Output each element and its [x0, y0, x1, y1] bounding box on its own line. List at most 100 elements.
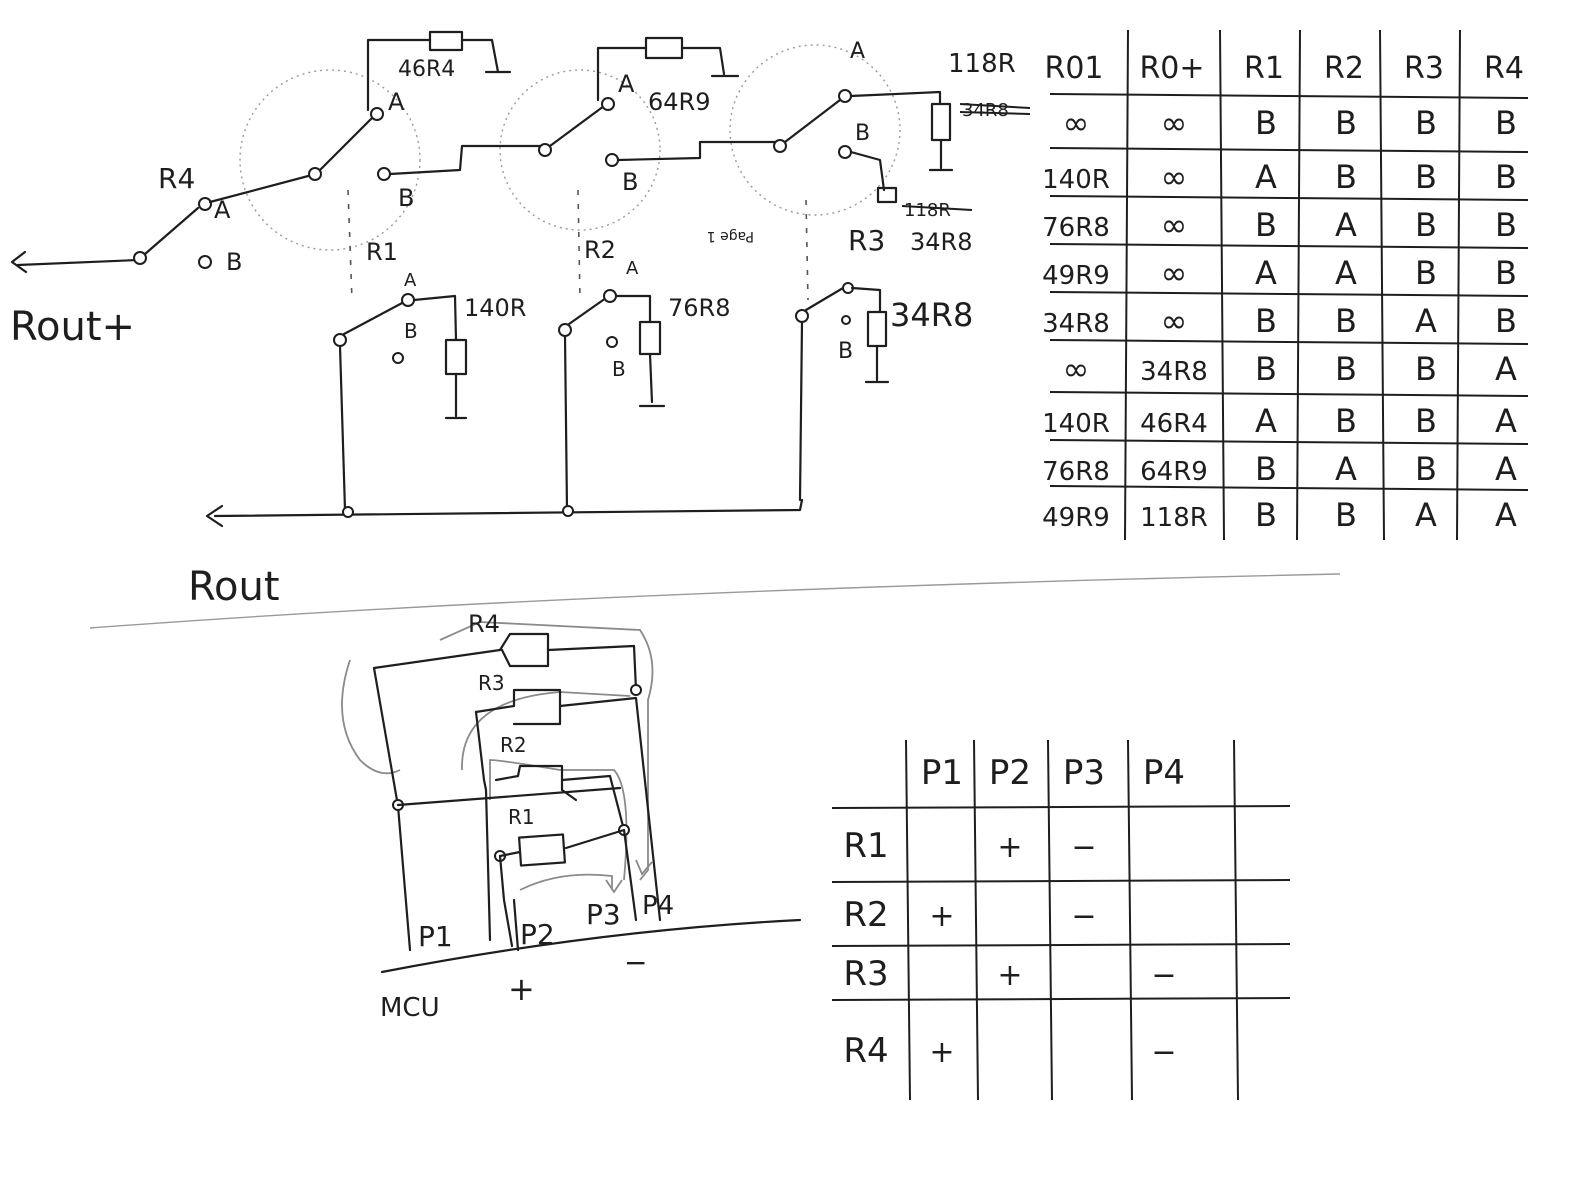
t2-row-rule [831, 805, 1291, 809]
res-64r9-label: 64R9 [648, 88, 710, 116]
t1-cell: B [1335, 158, 1357, 196]
res-76r8-label: 76R8 [668, 294, 730, 322]
t1-header-cell: R01 [1044, 51, 1103, 86]
t1-cell: B [1335, 302, 1357, 340]
r2-switch-label: R2 [584, 236, 616, 264]
t1-cell: B [1255, 450, 1277, 488]
t2-row-label: R2 [843, 895, 888, 935]
t2-col-rule [905, 739, 911, 1101]
t1-cell: A [1255, 158, 1277, 196]
t1-cell: B [1335, 104, 1357, 142]
t1-cell: 49R9 [1042, 261, 1110, 291]
t1-cell: 76R8 [1042, 213, 1110, 243]
r4-switch-label: R4 [158, 162, 195, 195]
res-34r8-label: 34R8 [910, 228, 972, 256]
t2-cell: − [1071, 899, 1096, 934]
t2-row-rule [831, 879, 1291, 883]
t2-cell: + [929, 899, 954, 934]
board-p1-label: P1 [418, 920, 453, 953]
t1-col-rule [1124, 29, 1129, 541]
t2-row-label: R1 [843, 826, 888, 866]
mcu-minus: − [624, 946, 647, 979]
t1-header-cell: R1 [1244, 51, 1284, 86]
t2-col-rule [1233, 739, 1239, 1101]
switch-network-schematic: Rout+ Rout R4 A B A B 46R4 A B 64R9 A B … [10, 30, 1031, 610]
t1-cell: 49R9 [1042, 503, 1110, 533]
board-r2-label: R2 [500, 733, 527, 757]
t1-cell: A [1495, 496, 1517, 534]
board-p3-label: P3 [586, 898, 621, 931]
t1-cell: ∞ [1161, 158, 1188, 196]
res-140r-label: 140R [464, 294, 526, 322]
rout-plus-label: Rout+ [10, 304, 135, 350]
t1-cell: B [1255, 496, 1277, 534]
t2-row-label: R4 [843, 1031, 888, 1071]
res-34r8-big-label: 34R8 [890, 296, 973, 334]
res-118r-struck-label: 118R [904, 200, 951, 221]
t2-row-rule [831, 997, 1291, 1001]
t1-cell: 64R9 [1140, 457, 1208, 487]
t1-cell: B [1415, 350, 1437, 388]
mcu-label: MCU [380, 993, 440, 1023]
t1-cell: A [1255, 254, 1277, 292]
t1-cell: 34R8 [1042, 309, 1110, 339]
t1-cell: B [1335, 402, 1357, 440]
t2-cell: + [997, 958, 1022, 993]
r3-terminal-b: B [838, 339, 853, 364]
t2-header-cell: P4 [1143, 753, 1185, 793]
t1-cell: ∞ [1161, 206, 1188, 244]
t1-row-rule [1049, 93, 1529, 99]
board-p2-label: P2 [520, 918, 555, 951]
t1-cell: B [1495, 206, 1517, 244]
t1-cell: B [1415, 104, 1437, 142]
r4-terminal-a: A [214, 196, 231, 224]
t1-cell: B [1415, 254, 1437, 292]
t1-cell: A [1495, 350, 1517, 388]
t1-cell: B [1255, 206, 1277, 244]
t1-cell: 46R4 [1140, 409, 1208, 439]
t1-row-rule [1049, 147, 1529, 153]
res-34r8-struck-label: 34R8 [962, 100, 1009, 121]
t2-cell: + [929, 1035, 954, 1070]
sw1-terminal-a: A [388, 88, 405, 116]
r2-terminal-a: A [626, 258, 639, 279]
t2-header-cell: P1 [921, 753, 963, 793]
t1-cell: B [1495, 158, 1517, 196]
t1-cell: A [1415, 302, 1437, 340]
t1-col-rule [1379, 29, 1385, 541]
t1-row-rule [1049, 439, 1529, 445]
t1-cell: B [1495, 104, 1517, 142]
t1-cell: B [1335, 496, 1357, 534]
t1-cell: ∞ [1063, 104, 1090, 142]
t1-row-rule [1049, 339, 1529, 345]
t1-cell: B [1415, 206, 1437, 244]
r1-switch-label: R1 [366, 238, 398, 266]
board-layout-sketch: R4 R3 R2 R1 P1 P2 P3 P4 MCU + − [341, 610, 802, 1023]
t1-cell: B [1415, 402, 1437, 440]
t1-col-rule [1456, 29, 1461, 541]
t1-cell: 118R [1140, 503, 1208, 533]
r3-switch-label: R3 [848, 224, 885, 257]
t2-row-rule [831, 943, 1291, 947]
t1-cell: A [1335, 450, 1357, 488]
t2-row-label: R3 [843, 954, 888, 994]
t1-cell: A [1335, 206, 1357, 244]
mcu-plus: + [508, 970, 535, 1008]
t1-header-cell: R3 [1404, 51, 1444, 86]
t1-cell: B [1495, 302, 1517, 340]
t1-cell: ∞ [1063, 350, 1090, 388]
t2-col-rule [1127, 739, 1133, 1101]
t1-row-rule [1049, 485, 1529, 491]
sw3-terminal-b: B [855, 121, 870, 146]
t2-cell: − [1151, 958, 1176, 993]
t2-col-rule [973, 739, 979, 1101]
t1-cell: A [1495, 402, 1517, 440]
t1-cell: 140R [1042, 165, 1110, 195]
t2-cell: − [1151, 1035, 1176, 1070]
t1-cell: B [1335, 350, 1357, 388]
t1-cell: B [1495, 254, 1517, 292]
t1-cell: 34R8 [1140, 357, 1208, 387]
t1-cell: B [1255, 350, 1277, 388]
section-divider [89, 573, 1341, 629]
t1-cell: A [1335, 254, 1357, 292]
